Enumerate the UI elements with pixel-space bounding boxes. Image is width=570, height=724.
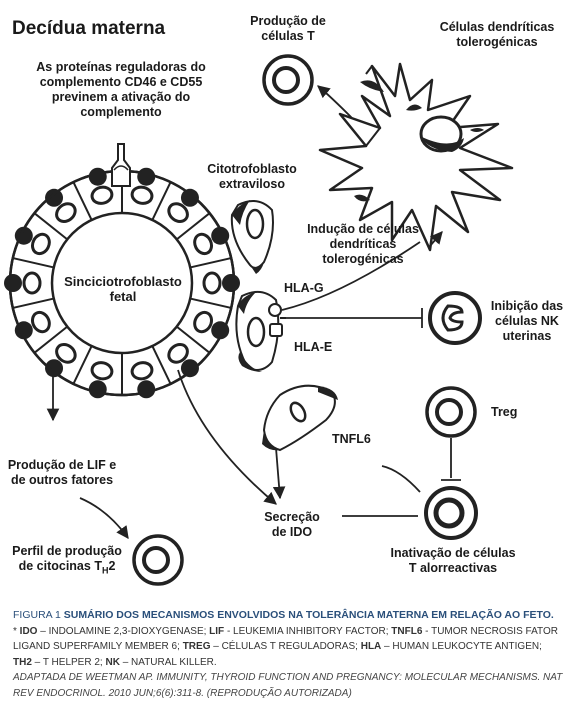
ring-cell-boundary	[190, 257, 232, 269]
ring-cell-boundary	[151, 181, 172, 221]
abbr-term: HLA	[360, 641, 382, 652]
ring-cell-boundary	[33, 325, 68, 354]
extravillous-cytotrophoblast-cell	[230, 200, 274, 274]
ring-cell-outer-cap	[4, 274, 22, 292]
abbreviations: * IDO – INDOLAMINE 2,3-DIOXYGENASE; LIF …	[13, 625, 558, 668]
figure-number: FIGURA 1	[13, 609, 61, 621]
ring-cell-nucleus	[202, 271, 222, 295]
connectors	[46, 85, 461, 540]
abbr-definition: – INDOLAMINE 2,3-DIOXYGENASE;	[37, 625, 210, 637]
abbr-term: IDO	[19, 625, 38, 637]
ring-cell-nucleus	[193, 232, 214, 256]
label-treg: Treg	[491, 405, 518, 419]
tolerogenic-dendritic-cell	[318, 62, 514, 252]
label-perfil-th2: Perfil de produção de citocinas TH2	[12, 544, 122, 576]
ring-cell-nucleus	[167, 343, 189, 364]
nk-cell-icon	[428, 291, 482, 345]
label-hla-g: HLA-G	[284, 281, 324, 295]
ring-cell-outer-cap	[88, 380, 107, 399]
ring-cell-boundary	[33, 212, 68, 241]
arrow-induction	[429, 231, 443, 247]
hla-expressing-trophoblast-cell	[235, 290, 286, 372]
ring-cell-boundary	[176, 325, 211, 354]
ring-cell-outer-cap	[137, 380, 156, 399]
abbr-definition: – T HELPER 2;	[31, 656, 106, 668]
ring-cell-outer-cap	[45, 188, 64, 207]
figure-source: ADAPTADA DE WEETMAN AP. IMMUNITY, THYROI…	[13, 672, 563, 699]
ring-cell-outer-cap	[45, 359, 64, 378]
diagram-canvas	[4, 54, 514, 586]
ring-cell-nucleus	[90, 361, 114, 381]
th2-cell-icon	[132, 534, 184, 586]
arrow-tnfl6-ido	[272, 447, 286, 500]
abbr-definition: – HUMAN LEUKOCYTE ANTIGEN;	[381, 641, 542, 652]
ring-cell-boundary	[176, 212, 211, 241]
ring-cell-outer-cap	[180, 188, 199, 207]
figure-caption: FIGURA 1 SUMÁRIO DOS MECANISMOS ENVOLVID…	[13, 608, 563, 701]
figure-title: SUMÁRIO DOS MECANISMOS ENVOLVIDOS NA TOL…	[63, 609, 554, 621]
ring-cell-nucleus	[130, 361, 154, 381]
abbr-term: TNFL6	[391, 625, 423, 637]
ring-cell-nucleus	[55, 202, 77, 223]
ring-cell-boundary	[190, 297, 232, 309]
treg-cell-icon	[425, 386, 477, 438]
ring-cell-outer-cap	[222, 274, 240, 292]
ring-lumen	[50, 211, 194, 355]
ring-cell-nucleus	[167, 202, 189, 223]
ring-cell-boundary	[12, 257, 54, 269]
line-hla-g-to-dc	[281, 241, 421, 311]
ring-cell-boundary	[151, 345, 172, 385]
ring-cell-outer-cap	[180, 359, 199, 378]
ring-cell-boundary	[72, 181, 93, 221]
ring-cell-boundary	[12, 297, 54, 309]
ring-cell-nucleus	[130, 185, 154, 205]
label-tnfl6: TNFL6	[332, 432, 371, 446]
ring-cell-nucleus	[90, 185, 114, 205]
diagram-title: Decídua materna	[12, 18, 166, 39]
ring-cell-nucleus	[22, 271, 42, 295]
label-hla-e: HLA-E	[294, 340, 333, 354]
ring-cell-nucleus	[30, 310, 51, 334]
ring-cell-nucleus	[30, 232, 51, 256]
ring-cell-nucleus	[55, 343, 77, 364]
abbr-definition: – NATURAL KILLER.	[119, 656, 217, 668]
abbr-term: TH2	[13, 656, 32, 668]
arrow-dc-to-tcell	[317, 85, 353, 119]
tnfl6-trophoblast-cell	[262, 384, 338, 452]
abbr-definition: – CÉLULAS T REGULADORAS;	[210, 641, 361, 652]
arrow-ring-ido	[177, 369, 277, 505]
ring-cell-boundary	[72, 345, 93, 385]
alloreactive-t-cell-icon	[424, 486, 478, 540]
t-cell-icon	[262, 54, 314, 106]
ring-cell-outer-cap	[88, 167, 107, 186]
line-tnfl6-alloreactive	[381, 465, 421, 493]
complement-receptor-icon	[111, 143, 131, 187]
abbr-term: TREG	[182, 641, 211, 652]
abbr-term: NK	[105, 656, 120, 668]
abbr-definition: - LEUKEMIA INHIBITORY FACTOR;	[224, 625, 392, 637]
syncytiotrophoblast-ring	[4, 167, 240, 399]
arrow-lif-th2	[79, 497, 129, 540]
ring-cell-outer-cap	[137, 167, 156, 186]
abbr-term: LIF	[209, 625, 225, 637]
ring-cell-nucleus	[193, 310, 214, 334]
abbr-definition: - TUMOR NECROSIS FATOR LIGAND SUPERFAMIL…	[13, 625, 558, 653]
